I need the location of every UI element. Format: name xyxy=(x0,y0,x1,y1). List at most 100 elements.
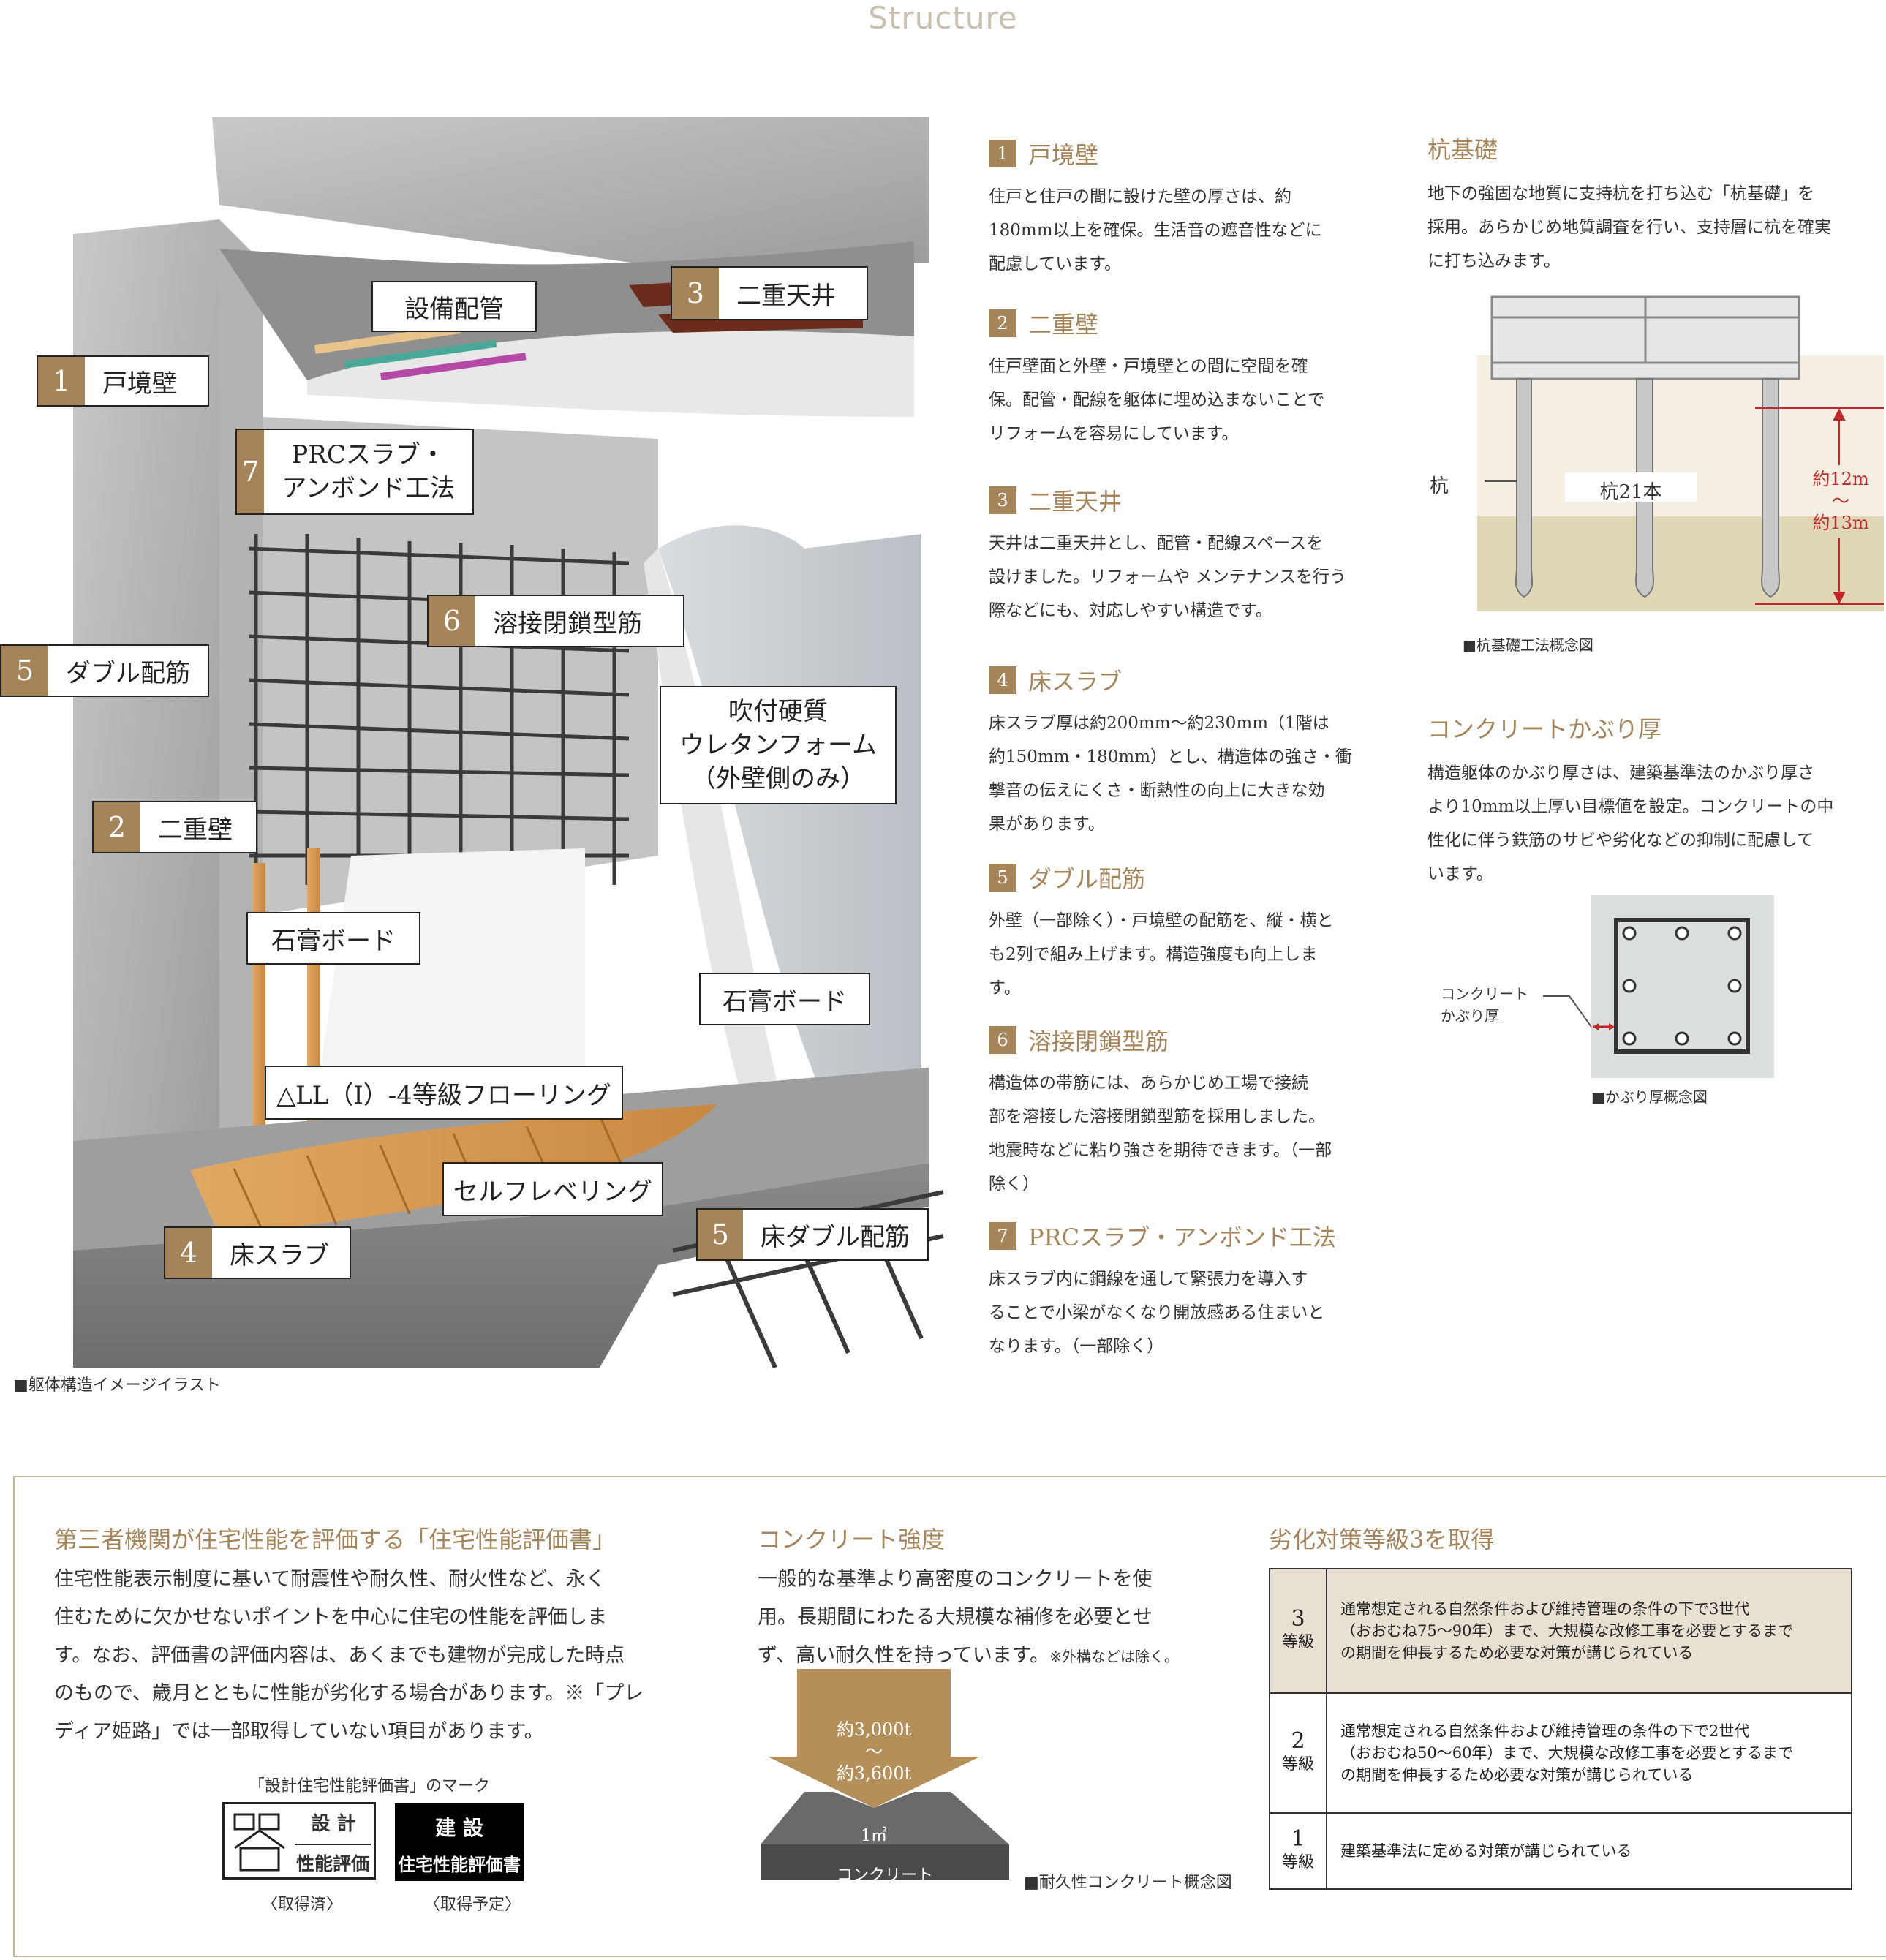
feature-title: PRCスラブ・アンボンド工法 xyxy=(1028,1224,1336,1251)
building-frame xyxy=(1490,295,1800,380)
text-line: 建築基準法に定める対策が講じられている xyxy=(1340,1842,1632,1860)
callout-number: 6 xyxy=(429,596,475,646)
depth-line: 約13m xyxy=(1812,513,1869,533)
structure-illustration: 1 戸境壁 設備配管 3 二重天井 7 PRCスラブ・ アンボンド工法 6 溶接… xyxy=(0,95,965,1368)
mark-label-top: 建 設 xyxy=(435,1816,483,1840)
text-line: す。 xyxy=(989,979,1021,998)
text-line: のもので、歳月とともに性能が劣化する場合があります。※「プレ xyxy=(54,1682,644,1705)
concrete-caption: ■耐久性コンクリート概念図 xyxy=(1024,1874,1232,1892)
callout-flooring: △LL（I）-4等級フローリング xyxy=(265,1066,623,1120)
text-line: （おおむね75〜90年）まで、大規模な改修工事を必要とするまで xyxy=(1340,1622,1793,1640)
cover-label-line: コンクリート xyxy=(1441,985,1528,1003)
concrete-text: 一般的な基準より高密度のコンクリートを使 用。長期間にわたる大規模な補修を必要と… xyxy=(758,1561,1240,1676)
text-line: 住むために欠かせないポイントを中心に住宅の性能を評価しま xyxy=(54,1606,607,1629)
callout-welded-hoop: 6 溶接閉鎖型筋 xyxy=(427,595,684,647)
load-arrow xyxy=(768,1669,980,1808)
text-line: 約150mm・180mm）とし、構造体の強さ・衝 xyxy=(989,747,1353,766)
feature-number-badge: 4 xyxy=(989,666,1016,694)
callout-prc-slab: 7 PRCスラブ・ アンボンド工法 xyxy=(235,429,474,515)
text-line: の期間を伸長するため必要な対策が講じられている xyxy=(1340,1644,1694,1662)
text-line: ディア姫路」では一部取得していない項目があります。 xyxy=(54,1720,544,1743)
feature-number-badge: 6 xyxy=(989,1026,1016,1054)
callout-gypsum-board-1: 石膏ボード xyxy=(246,912,420,965)
evaluation-text: 住宅性能表示制度に基いて耐震性や耐久性、耐火性など、永く 住むために欠かせないポ… xyxy=(54,1561,712,1751)
text-line: （おおむね50〜60年）まで、大規模な改修工事を必要とするまで xyxy=(1340,1744,1793,1762)
callout-urethane-foam: 吹付硬質 ウレタンフォーム （外壁側のみ） xyxy=(660,686,897,804)
callout-label: 二重天井 xyxy=(736,281,836,311)
callout-label-line: ウレタンフォーム xyxy=(679,731,877,760)
mark-label-bottom: 住宅性能評価書 xyxy=(398,1854,521,1875)
depth-line: 約12m xyxy=(1812,469,1869,489)
feature-text: 床スラブ厚は約200mm〜約230mm（1階は 約150mm・180mm）とし、… xyxy=(989,706,1376,841)
callout-number: 1 xyxy=(38,357,85,405)
cover-label-line: かぶり厚 xyxy=(1441,1007,1499,1025)
grade-description: 通常想定される自然条件および維持管理の条件の下で3世代 （おおむね75〜90年）… xyxy=(1326,1568,1852,1694)
pile-text: 地下の強固な地質に支持杭を打ち込む「杭基礎」を 採用。あらかじめ地質調査を行い、… xyxy=(1427,177,1882,278)
callout-gypsum-board-2: 石膏ボード xyxy=(699,973,870,1025)
feature-text: 住戸と住戸の間に設けた壁の厚さは、約 180mm以上を確保。生活音の遮音性などに… xyxy=(989,180,1376,281)
text-line: 地震時などに粘り強さを期待できます。（一部 xyxy=(989,1141,1332,1160)
bottom-panel xyxy=(13,1476,1886,1957)
callout-label: 溶接閉鎖型筋 xyxy=(493,608,642,638)
callout-label-line: （外壁側のみ） xyxy=(691,764,865,794)
text-line: ず、高い耐久性を持っています。 xyxy=(758,1644,1050,1667)
text-line: 住戸と住戸の間に設けた壁の厚さは、約 xyxy=(989,187,1291,206)
callout-number: 4 xyxy=(165,1228,212,1278)
text-line: 床スラブ厚は約200mm〜約230mm（1階は xyxy=(989,714,1329,733)
text-line: リフォームを容易にしています。 xyxy=(989,424,1239,443)
callout-double-wall: 2 二重壁 xyxy=(92,801,257,853)
load-line: 約3,600t xyxy=(836,1763,912,1784)
callout-self-leveling: セルフレベリング xyxy=(442,1162,663,1216)
callout-number: 3 xyxy=(672,268,719,319)
cover-title: コンクリートかぶり厚 xyxy=(1427,715,1662,743)
text-line: います。 xyxy=(1427,864,1493,883)
callout-label-line: アンボンド工法 xyxy=(282,474,455,503)
grade-suffix: 等級 xyxy=(1281,1755,1314,1774)
pile-title: 杭基礎 xyxy=(1427,136,1498,164)
feature-title: ダブル配筋 xyxy=(1028,865,1146,893)
cover-label: コンクリート かぶり厚 xyxy=(1441,983,1528,1027)
callout-number: 2 xyxy=(94,802,140,852)
evaluation-title: 第三者機関が住宅性能を評価する「住宅性能評価書」 xyxy=(54,1526,616,1553)
marks-caption: 「設計住宅性能評価書」のマーク xyxy=(249,1777,491,1795)
feature-title: 床スラブ xyxy=(1028,668,1123,696)
feature-title: 戸境壁 xyxy=(1028,141,1099,169)
callout-label-line: 吹付硬質 xyxy=(728,697,828,726)
concrete-material-label: コンクリート xyxy=(836,1866,933,1885)
callout-number: 5 xyxy=(1,646,48,696)
party-wall xyxy=(73,219,219,1294)
pile-shafts xyxy=(1515,378,1781,598)
text-line: 構造躯体のかぶり厚さは、建築基準法のかぶり厚さ xyxy=(1427,764,1814,783)
text-line: 設けました。リフォームや メンテナンスを行う xyxy=(989,568,1347,587)
callout-label: 戸境壁 xyxy=(102,369,177,399)
concrete-note: ※外構などは除く。 xyxy=(1049,1648,1179,1665)
text-line: 一般的な基準より高密度のコンクリートを使 xyxy=(758,1568,1153,1591)
text-line: 通常想定される自然条件および維持管理の条件の下で3世代 xyxy=(1340,1600,1750,1618)
grade-description: 通常想定される自然条件および維持管理の条件の下で2世代 （おおむね50〜60年）… xyxy=(1326,1692,1852,1814)
concrete-diagram xyxy=(761,1669,1009,1880)
feature-title: 二重壁 xyxy=(1028,311,1099,339)
callout-label: ダブル配筋 xyxy=(66,658,190,688)
feature-number-badge: 1 xyxy=(989,140,1016,167)
deterioration-title: 劣化対策等級3を取得 xyxy=(1269,1526,1495,1553)
grade-number: 1 xyxy=(1291,1826,1305,1852)
concrete-load-label: 約3,000t 〜 約3,600t xyxy=(815,1719,932,1784)
callout-double-rebar: 5 ダブル配筋 xyxy=(0,644,209,697)
text-line: 撃音の伝えにくさ・断熱性の向上に大きな効 xyxy=(989,781,1325,800)
concrete-block-front xyxy=(761,1844,1009,1880)
feature-text: 外壁（一部除く）・戸境壁の配筋を、縦・横と も2列で組み上げます。構造強度も向上… xyxy=(989,904,1376,1005)
callout-number: 5 xyxy=(698,1210,743,1259)
text-line: 用。長期間にわたる大規模な補修を必要とせ xyxy=(758,1606,1153,1629)
pile-count-label: 杭21本 xyxy=(1599,481,1662,503)
feature-party-wall: 1 戸境壁 住戸と住戸の間に設けた壁の厚さは、約 180mm以上を確保。生活音の遮… xyxy=(989,139,1376,281)
load-line: 〜 xyxy=(865,1741,883,1762)
text-line: 床スラブ内に鋼線を通して緊張力を導入す xyxy=(989,1270,1308,1289)
